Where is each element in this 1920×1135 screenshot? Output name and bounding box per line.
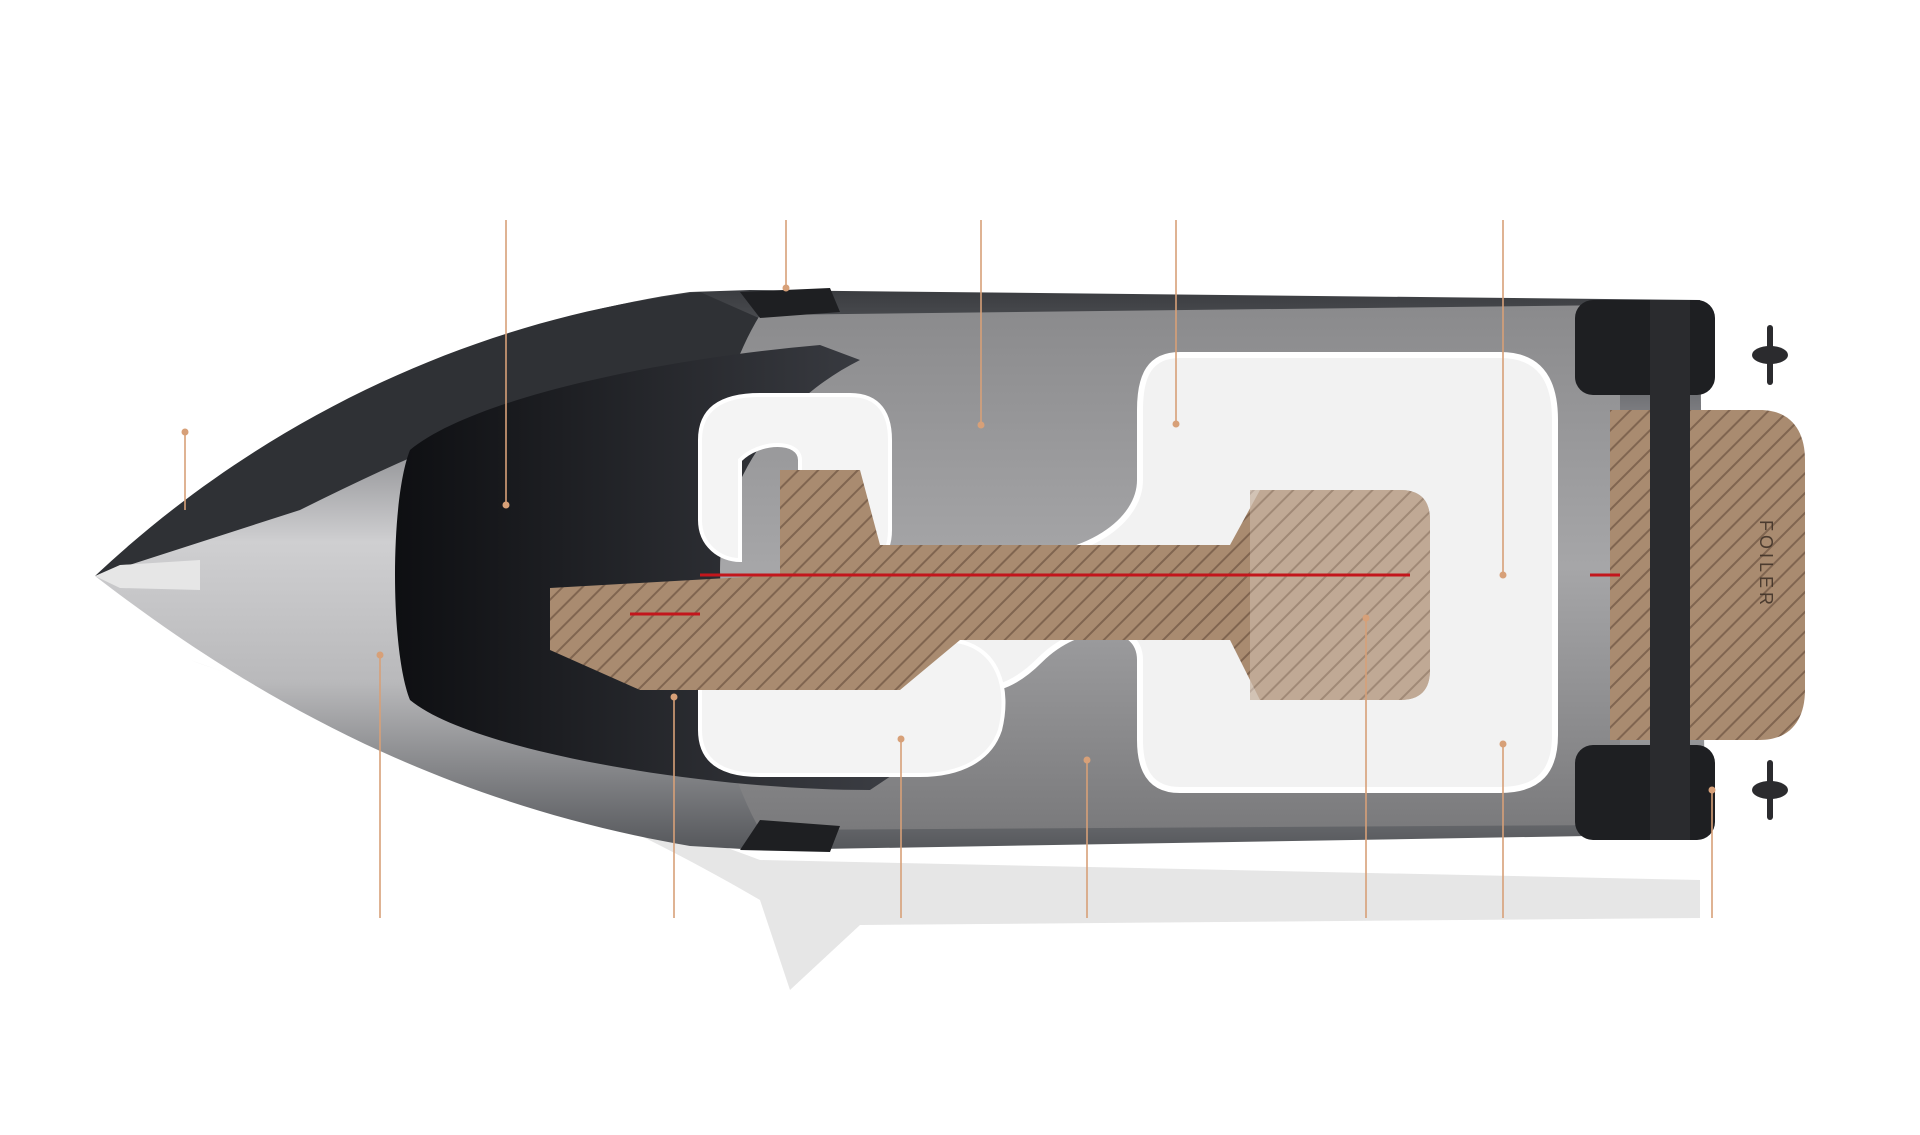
callout-sun-deck-cushion xyxy=(1499,220,1507,579)
callout-dot xyxy=(977,421,985,429)
callout-port-winglet xyxy=(782,220,790,292)
callout-aft-seat-backrest xyxy=(1172,220,1180,428)
stern-beam xyxy=(1650,300,1690,840)
bow-nose xyxy=(95,560,200,590)
callout-side-walkway xyxy=(1083,756,1091,918)
propeller-bottom-icon xyxy=(1752,760,1788,820)
callout-bow-tip xyxy=(181,428,189,510)
windshield xyxy=(395,345,900,790)
callout-dot xyxy=(376,651,384,659)
callout-dot xyxy=(1499,571,1507,579)
callout-teak-cockpit-table xyxy=(1362,614,1370,918)
callout-stern-propulsion xyxy=(1708,786,1716,918)
port-winglet xyxy=(740,288,840,318)
stern-strut-bottom xyxy=(1575,745,1715,840)
callout-helm-seat xyxy=(670,693,678,918)
callout-dot xyxy=(897,735,905,743)
callout-windshield-dash xyxy=(502,220,510,509)
callout-dot xyxy=(1172,420,1180,428)
hull-shadow xyxy=(190,660,1700,990)
propeller-top-icon xyxy=(1752,325,1788,385)
callout-cockpit-floor xyxy=(897,735,905,918)
teak-cockpit-floor xyxy=(550,470,1430,700)
callout-bow-sunbed xyxy=(977,220,985,429)
callout-dot xyxy=(670,693,678,701)
stern-strut-top xyxy=(1575,300,1715,395)
callout-dot xyxy=(782,284,790,292)
callout-dot xyxy=(1708,786,1716,794)
callout-lines xyxy=(181,220,1716,918)
brand-lettering: FOILER xyxy=(1756,520,1776,609)
callout-dot xyxy=(1083,756,1091,764)
callout-dot xyxy=(1499,740,1507,748)
starboard-winglet xyxy=(740,820,840,852)
callout-dot xyxy=(1362,614,1370,622)
callout-hull-side xyxy=(376,651,384,918)
callout-dot xyxy=(502,501,510,509)
callout-dot xyxy=(181,428,189,436)
callout-aft-sunpad-rim xyxy=(1499,740,1507,918)
teak-cockpit-table xyxy=(1250,490,1430,700)
